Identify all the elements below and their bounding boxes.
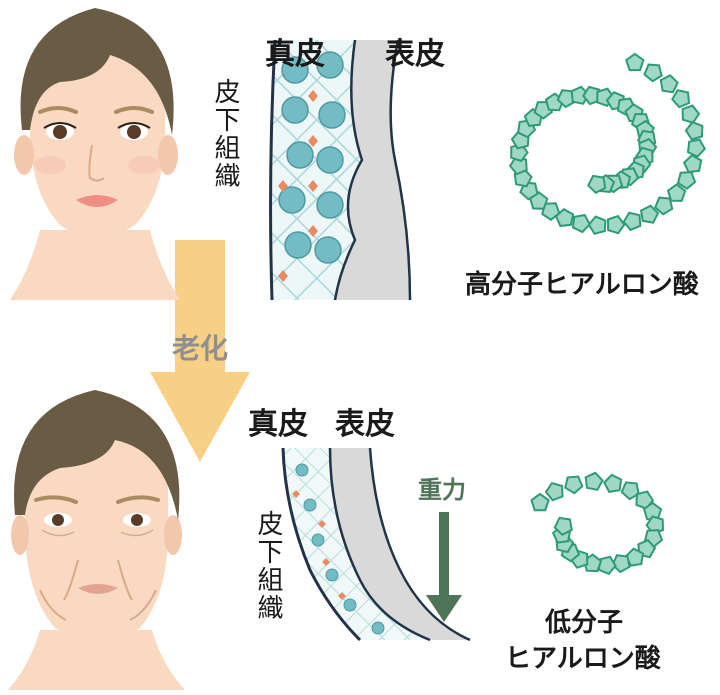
low-molecular-label-line2: ヒアルロン酸 [505,644,661,674]
old-epidermis-label: 表皮 [335,407,395,442]
young-dermis-label: 真皮 [265,37,325,72]
hyaluronic-unit [625,52,645,72]
hyaluronic-unit [587,174,607,195]
hyaluronic-unit [597,555,617,575]
hyaluronic-unit [606,214,626,235]
old-subcutaneous-label: 皮下組織 [253,510,283,622]
hyaluronic-unit [666,183,687,202]
hyaluronic-unit [676,171,697,190]
hyaluronic-unit [620,481,640,501]
hyaluronic-unit [571,213,591,234]
aging-arrow [150,240,250,462]
hyaluronic-unit [584,471,604,491]
hyaluronic-unit [653,196,674,216]
hyaluronic-unit [622,211,642,232]
hyaluronic-unit [530,492,550,512]
hyaluronic-unit [643,63,663,83]
hyaluronic-unit [611,554,631,574]
hyaluronic-unit [640,204,660,224]
young-epidermis-label: 表皮 [385,37,445,72]
aged-face-icon [8,390,185,690]
hyaluronic-unit [645,515,665,535]
hyaluronic-unit [681,104,701,124]
young-face-icon [10,8,180,300]
hyaluronic-unit [508,155,528,176]
hyaluronic-unit [671,89,691,109]
gravity-label: 重力 [418,476,466,504]
skin-cross-section-icon [269,39,412,301]
hyaluronic-unit [686,138,707,158]
hyaluronic-chain-icon [508,52,707,235]
hyaluronic-unit [544,481,564,502]
low-hyaluronic-chain-icon [530,471,665,575]
low-molecular-label-line1: 低分子 [545,608,624,638]
high-molecular-hyaluronic-label: 高分子ヒアルロン酸 [465,270,699,300]
hyaluronic-unit [684,121,704,141]
hyaluronic-unit [682,154,703,174]
gravity-arrow [426,512,462,622]
hyaluronic-unit [541,202,561,222]
hyaluronic-unit [603,473,623,494]
young-subcutaneous-label: 皮下組織 [210,78,240,190]
hyaluronic-unit [570,85,590,105]
hyaluronic-unit [564,475,584,495]
hyaluronic-unit [659,74,679,94]
hyaluronic-unit [553,516,573,537]
old-dermis-label: 真皮 [248,407,308,442]
aging-arrow-label: 老化 [172,332,229,365]
hyaluronic-unit [587,215,607,235]
